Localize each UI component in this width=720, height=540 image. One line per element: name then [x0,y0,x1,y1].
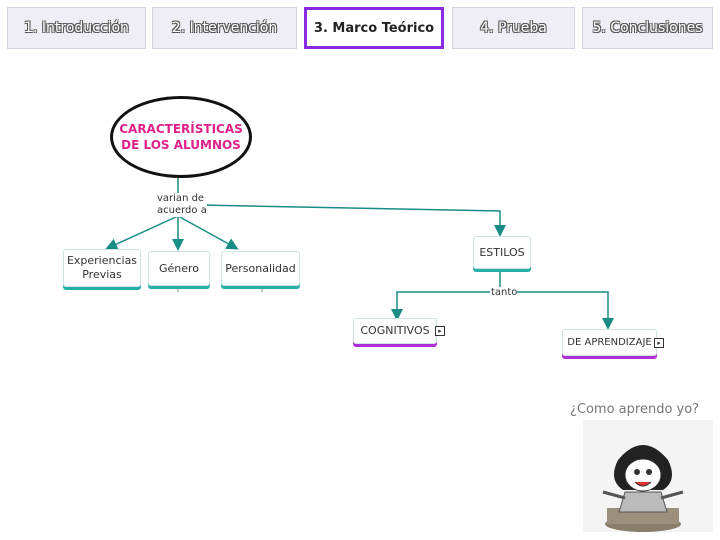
tab-introduccion[interactable]: 1. Introducción [7,7,146,49]
link-label-varian-line1: varian de [157,193,205,204]
root-concept-line2: DE LOS ALUMNOS [121,138,241,152]
node-cognitivos[interactable]: COGNITIVOS [353,318,437,344]
link-label-varian-line2: acuerdo a [157,205,207,216]
cartoon-character-image [583,420,713,532]
tab-marco-teorico[interactable]: 3. Marco Teórico [304,7,444,49]
tab-conclusiones[interactable]: 5. Conclusiones [582,7,713,49]
expand-icon[interactable]: ▸ [435,326,445,336]
root-concept[interactable]: CARACTERÍSTICAS DE LOS ALUMNOS [110,96,252,178]
node-experiencias-line2: Previas [82,268,122,281]
root-concept-line1: CARACTERÍSTICAS [119,122,243,136]
tab-prueba[interactable]: 4. Prueba [452,7,575,49]
node-personalidad[interactable]: Personalidad [221,251,300,286]
link-label-tanto: tanto [491,287,518,299]
node-experiencias-line1: Experiencias [66,254,138,267]
node-de-aprendizaje[interactable]: DE APRENDIZAJE [562,329,657,356]
node-estilos[interactable]: ESTILOS [473,236,531,269]
expand-icon[interactable]: ▸ [654,338,664,348]
question-text: ¿Como aprendo yo? [570,402,700,417]
node-experiencias-previas[interactable]: Experiencias Previas [63,249,141,287]
node-genero[interactable]: Género [148,251,210,286]
tab-intervencion[interactable]: 2. Intervención [152,7,297,49]
link-label-varian: varian de acuerdo a [157,193,207,217]
